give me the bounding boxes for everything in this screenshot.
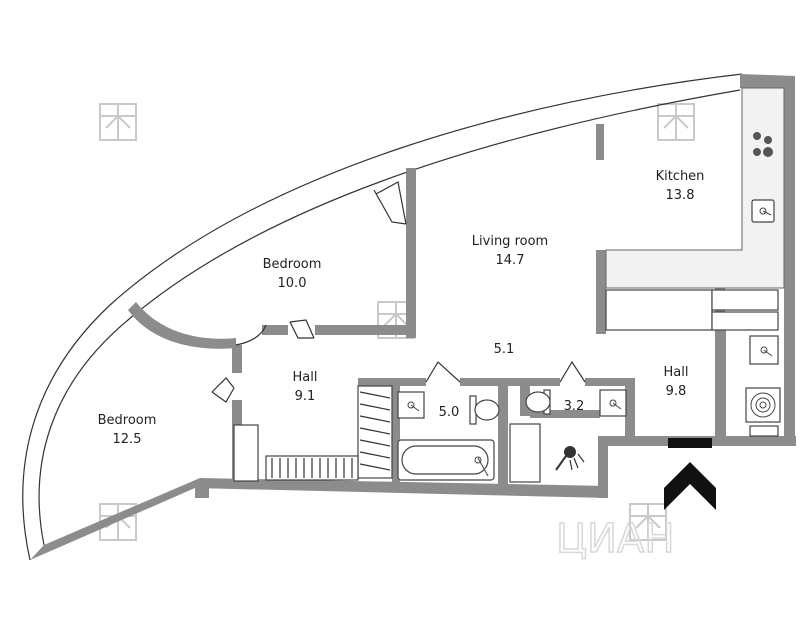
interior-curve [38,89,741,546]
cabinet [749,425,779,437]
building-logo-icon [99,103,137,141]
room-label-bedroom-upper: Bedroom 10.0 [263,257,322,291]
svg-text:Bedroom: Bedroom [98,413,157,428]
svg-text:9.1: 9.1 [295,389,316,404]
exterior-curve [22,73,743,561]
svg-text:12.5: 12.5 [113,432,142,447]
room-label-living-room: Living room 14.7 [472,234,548,268]
kitchen-counter [605,87,785,289]
svg-text:9.8: 9.8 [666,384,687,399]
room-label-bedroom-lower: Bedroom 12.5 [98,413,157,447]
room-area-bathroom: 5.0 [439,405,460,420]
shower-tray [509,423,541,483]
washing-machine-icon [745,387,781,423]
bedroom-curved-wall [128,302,236,349]
wardrobe [233,289,779,482]
room-label-hall-left: Hall 9.1 [293,370,318,404]
svg-text:13.8: 13.8 [666,188,695,203]
doors [211,181,586,403]
entrance-chevron-icon [664,462,716,510]
sink-icon [751,199,775,223]
room-area-shower-room: 3.2 [564,399,585,414]
sink-icon [749,335,779,365]
watermark-text: ЦИАН [556,516,674,562]
sink-icon [397,391,425,419]
svg-text:Bedroom: Bedroom [263,257,322,272]
entrance-door [668,438,712,448]
toilet-icon [469,395,500,425]
bathtub-icon [397,439,495,481]
stove-icon [753,132,773,157]
svg-text:10.0: 10.0 [278,276,307,291]
svg-text:Kitchen: Kitchen [656,169,705,184]
building-logo-icon [629,503,667,541]
sink-icon [599,389,627,417]
svg-text:Living room: Living room [472,234,548,249]
svg-text:Hall: Hall [664,365,689,380]
svg-text:Hall: Hall [293,370,318,385]
room-label-hall-right: Hall 9.8 [664,365,689,399]
closet [265,385,393,481]
room-label-kitchen: Kitchen 13.8 [656,169,705,203]
shower-icon [555,446,585,471]
toilet-icon [525,389,551,415]
svg-text:14.7: 14.7 [496,253,525,268]
room-area-corridor: 5.1 [494,342,515,357]
building-logo-icon [657,103,695,141]
